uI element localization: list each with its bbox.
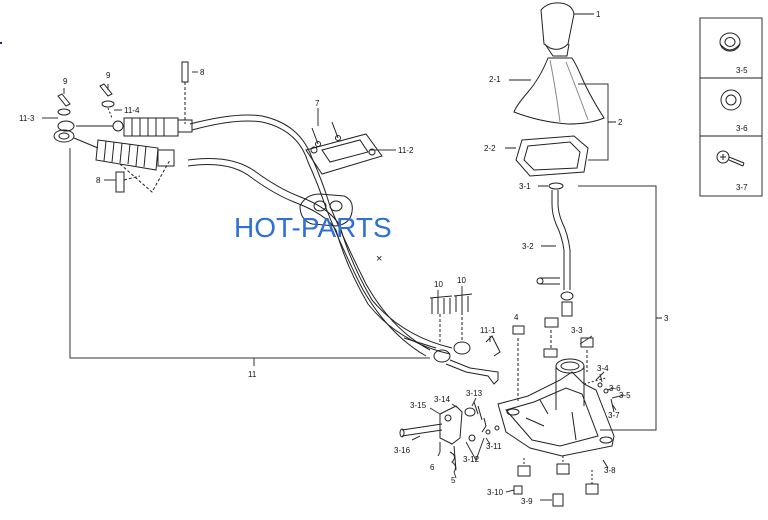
callout-brackets (42, 71, 625, 501)
label-10-right: 10 (457, 276, 466, 285)
label-box-3-5: 3-5 (736, 66, 748, 75)
label-3-12: 3-12 (463, 455, 480, 464)
label-3-4: 3-4 (597, 364, 609, 373)
label-3-5: 3-5 (619, 391, 631, 400)
label-11-4: 11-4 (124, 106, 140, 115)
label-3-6: 3-6 (609, 384, 621, 393)
label-3-2: 3-2 (522, 242, 534, 251)
watermark: HOT-PARTS (234, 212, 392, 243)
label-3-8: 3-8 (604, 466, 616, 475)
label-3-9: 3-9 (521, 497, 533, 506)
label-2-2: 2-2 (484, 144, 496, 153)
label-11: 11 (248, 370, 257, 379)
shift-lever (536, 182, 574, 317)
pivot-parts (399, 401, 500, 473)
label-5: 5 (451, 476, 456, 485)
label-11-2: 11-2 (398, 146, 414, 155)
shift-cables (53, 114, 499, 385)
label-3-11: 3-11 (486, 442, 502, 451)
label-box-3-7: 3-7 (736, 183, 748, 192)
label-3-13: 3-13 (466, 389, 483, 398)
label-2-1: 2-1 (489, 75, 501, 84)
shift-knob (540, 2, 594, 57)
label-3-1: 3-1 (519, 182, 531, 191)
label-3-3: 3-3 (571, 326, 583, 335)
label-3-10: 3-10 (487, 488, 504, 497)
shifter-housing (497, 358, 615, 469)
label-box-3-6: 3-6 (736, 124, 748, 133)
screw-3-7-icon (716, 150, 745, 167)
label-2: 2 (618, 118, 623, 127)
label-3-16: 3-16 (394, 446, 411, 455)
shift-boot (509, 57, 605, 125)
grommet-plate (299, 121, 383, 227)
label-3-15: 3-15 (410, 401, 427, 410)
edge-dot (0, 42, 2, 44)
label-8-bottom: 8 (96, 176, 101, 185)
callout-labels: 1 2-1 2 2-2 3-1 3-2 3 3-3 3-4 3-6 3-5 3-… (19, 10, 748, 506)
label-9-right: 9 (106, 71, 111, 80)
label-10-left: 10 (434, 280, 443, 289)
bushings (512, 317, 599, 507)
label-3: 3 (664, 314, 669, 323)
label-4: 4 (514, 313, 519, 322)
label-3-14: 3-14 (434, 395, 451, 404)
label-11-1: 11-1 (480, 326, 496, 335)
washer-3-6-icon (720, 89, 742, 111)
label-3-7: 3-7 (608, 411, 620, 420)
hardware-legend-box (699, 17, 763, 197)
trim-bezel (505, 135, 589, 177)
cable-fittings (57, 61, 501, 357)
stray-mark: × (376, 253, 383, 265)
label-11-3: 11-3 (19, 114, 35, 123)
label-6: 6 (430, 463, 435, 472)
label-9-left: 9 (63, 77, 68, 86)
washer-3-5-icon (719, 32, 741, 52)
label-7: 7 (315, 99, 320, 108)
label-1: 1 (596, 10, 601, 19)
label-8-top: 8 (200, 68, 205, 77)
